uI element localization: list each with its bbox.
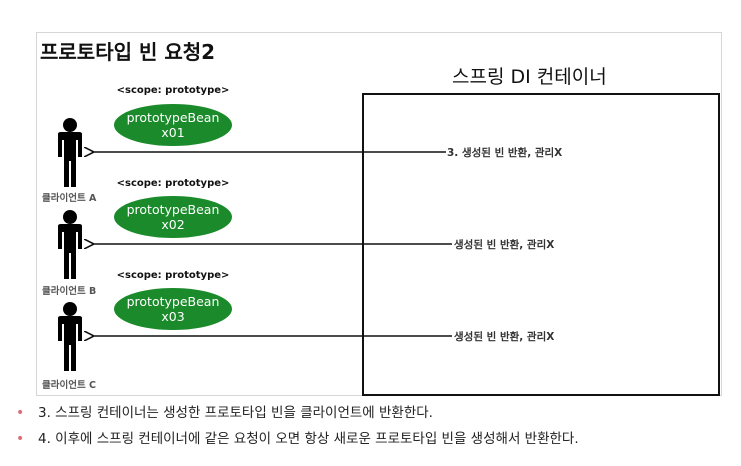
bean-name: prototypeBean (126, 202, 220, 217)
client-label-b: 클라이언트 B (42, 286, 97, 297)
arrow-label-b: 생성된 빈 반환, 관리X (454, 239, 555, 251)
prototype-bean-c: prototypeBean x03 (114, 288, 232, 330)
note-item: • 3. 스프링 컨테이너는 생성한 프로토타입 빈을 클라이언트에 반환한다. (16, 402, 579, 428)
container-label: 스프링 DI 컨테이너 (452, 66, 607, 88)
scope-label-b: <scope: prototype> (116, 178, 230, 189)
scope-label-c: <scope: prototype> (116, 270, 230, 281)
prototype-bean-a: prototypeBean x01 (114, 104, 232, 146)
arrow-label-a: 3. 생성된 빈 반환, 관리X (447, 147, 563, 159)
note-item: • 4. 이후에 스프링 컨테이너에 같은 요청이 오면 항상 새로운 프로토타… (16, 428, 579, 454)
bean-id: x01 (161, 125, 185, 140)
arrow-label-c: 생성된 빈 반환, 관리X (454, 331, 555, 343)
client-label-c: 클라이언트 C (42, 380, 96, 391)
bean-name: prototypeBean (126, 294, 220, 309)
bean-id: x02 (161, 217, 185, 232)
bullet-icon: • (16, 405, 25, 421)
person-icon (58, 210, 82, 279)
bullet-icon: • (16, 431, 25, 447)
person-icon (58, 118, 82, 187)
prototype-bean-b: prototypeBean x02 (114, 196, 232, 238)
note-text: 4. 이후에 스프링 컨테이너에 같은 요청이 오면 항상 새로운 프로토타입 … (38, 431, 579, 447)
bean-name: prototypeBean (126, 110, 220, 125)
client-label-a: 클라이언트 A (42, 193, 97, 204)
scope-label-a: <scope: prototype> (116, 85, 230, 96)
person-icon (58, 302, 82, 371)
note-text: 3. 스프링 컨테이너는 생성한 프로토타입 빈을 클라이언트에 반환한다. (38, 405, 433, 421)
bean-id: x03 (161, 309, 185, 324)
diagram-title: 프로토타입 빈 요청2 (40, 40, 216, 64)
notes-list: • 3. 스프링 컨테이너는 생성한 프로토타입 빈을 클라이언트에 반환한다.… (16, 402, 579, 454)
